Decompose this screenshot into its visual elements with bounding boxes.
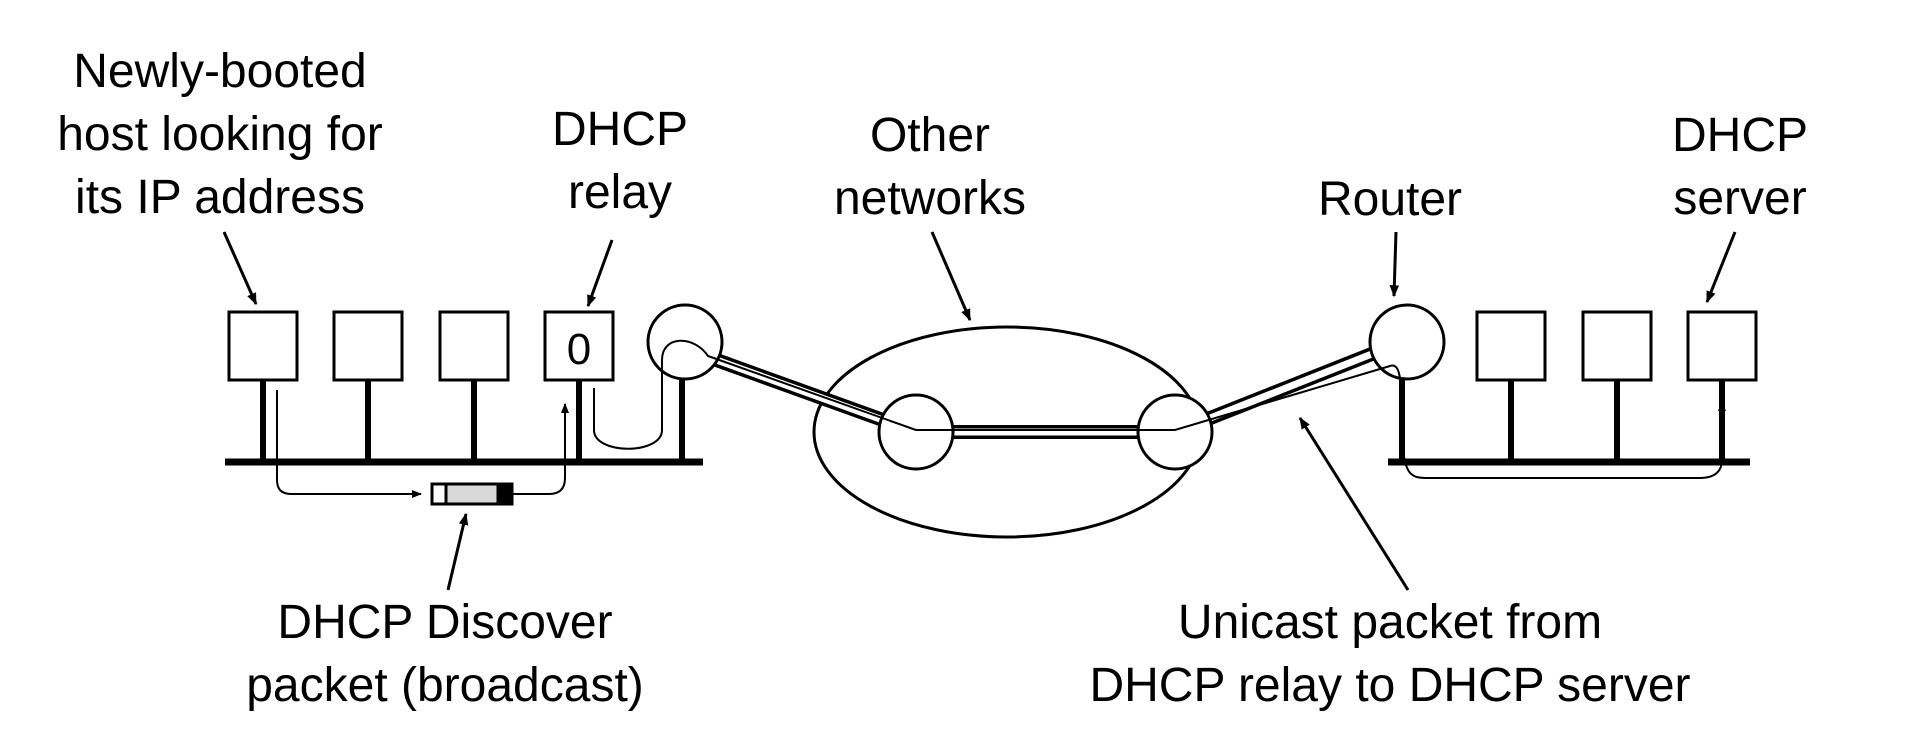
broadcast-path-line <box>276 390 422 498</box>
router-label: Router <box>1280 168 1500 231</box>
host-label-line-1: Newly-booted <box>73 45 367 98</box>
broadcast-to-relay-line <box>512 403 569 495</box>
right-host-2 <box>1581 310 1653 462</box>
router-pointer-arrow <box>1389 231 1400 298</box>
discover-pointer-arrow <box>446 512 469 591</box>
other-networks-label-line-1: Other <box>869 109 991 162</box>
internal-router-2 <box>1136 393 1214 471</box>
unicast-pointer-arrow <box>1298 416 1410 591</box>
server-label: DHCP server <box>1640 104 1840 230</box>
right-router <box>1368 303 1446 381</box>
server-label-line-2: server <box>1673 172 1807 225</box>
right-lan <box>1388 310 1758 466</box>
other-networks-pointer-arrow <box>930 231 972 322</box>
left-host-2 <box>332 310 404 462</box>
server-pointer-arrow <box>1705 231 1737 304</box>
internal-router-1 <box>877 393 955 471</box>
unicast-label: Unicast packet from DHCP relay to DHCP s… <box>1040 591 1740 717</box>
other-networks-label: Other networks <box>790 104 1070 230</box>
host-label-line-2: host looking for <box>57 108 383 161</box>
host-label: Newly-booted host looking for its IP add… <box>20 40 420 229</box>
relay-pointer-arrow <box>586 239 614 308</box>
discover-label-line-1: DHCP Discover <box>277 596 613 649</box>
packet-icon <box>430 482 514 506</box>
relay-label: DHCP relay <box>520 98 720 224</box>
newly-booted-host <box>227 310 299 462</box>
discover-label-line-2: packet (broadcast) <box>246 659 644 712</box>
relay-label-line-1: DHCP <box>551 103 688 156</box>
unicast-label-line-2: DHCP relay to DHCP server <box>1089 659 1691 712</box>
other-networks-label-line-2: networks <box>833 172 1027 225</box>
left-lan: 0 <box>225 310 703 466</box>
host-label-line-3: its IP address <box>75 171 365 224</box>
backbone-links <box>708 335 1405 439</box>
dhcp-server-host <box>1686 310 1758 462</box>
relay-box-text: 0 <box>567 325 591 374</box>
host-pointer-arrow <box>222 231 258 306</box>
dhcp-relay-host: 0 <box>543 310 615 462</box>
relay-label-line-2: relay <box>567 166 673 219</box>
unicast-label-line-1: Unicast packet from <box>1177 596 1603 649</box>
discover-label: DHCP Discover packet (broadcast) <box>180 591 710 717</box>
router-label-text: Router <box>1317 173 1463 226</box>
right-host-1 <box>1475 310 1547 462</box>
server-label-line-1: DHCP <box>1671 109 1808 162</box>
left-host-3 <box>438 310 510 462</box>
pointer-arrows <box>222 231 1737 591</box>
unicast-path-line <box>593 339 1726 479</box>
